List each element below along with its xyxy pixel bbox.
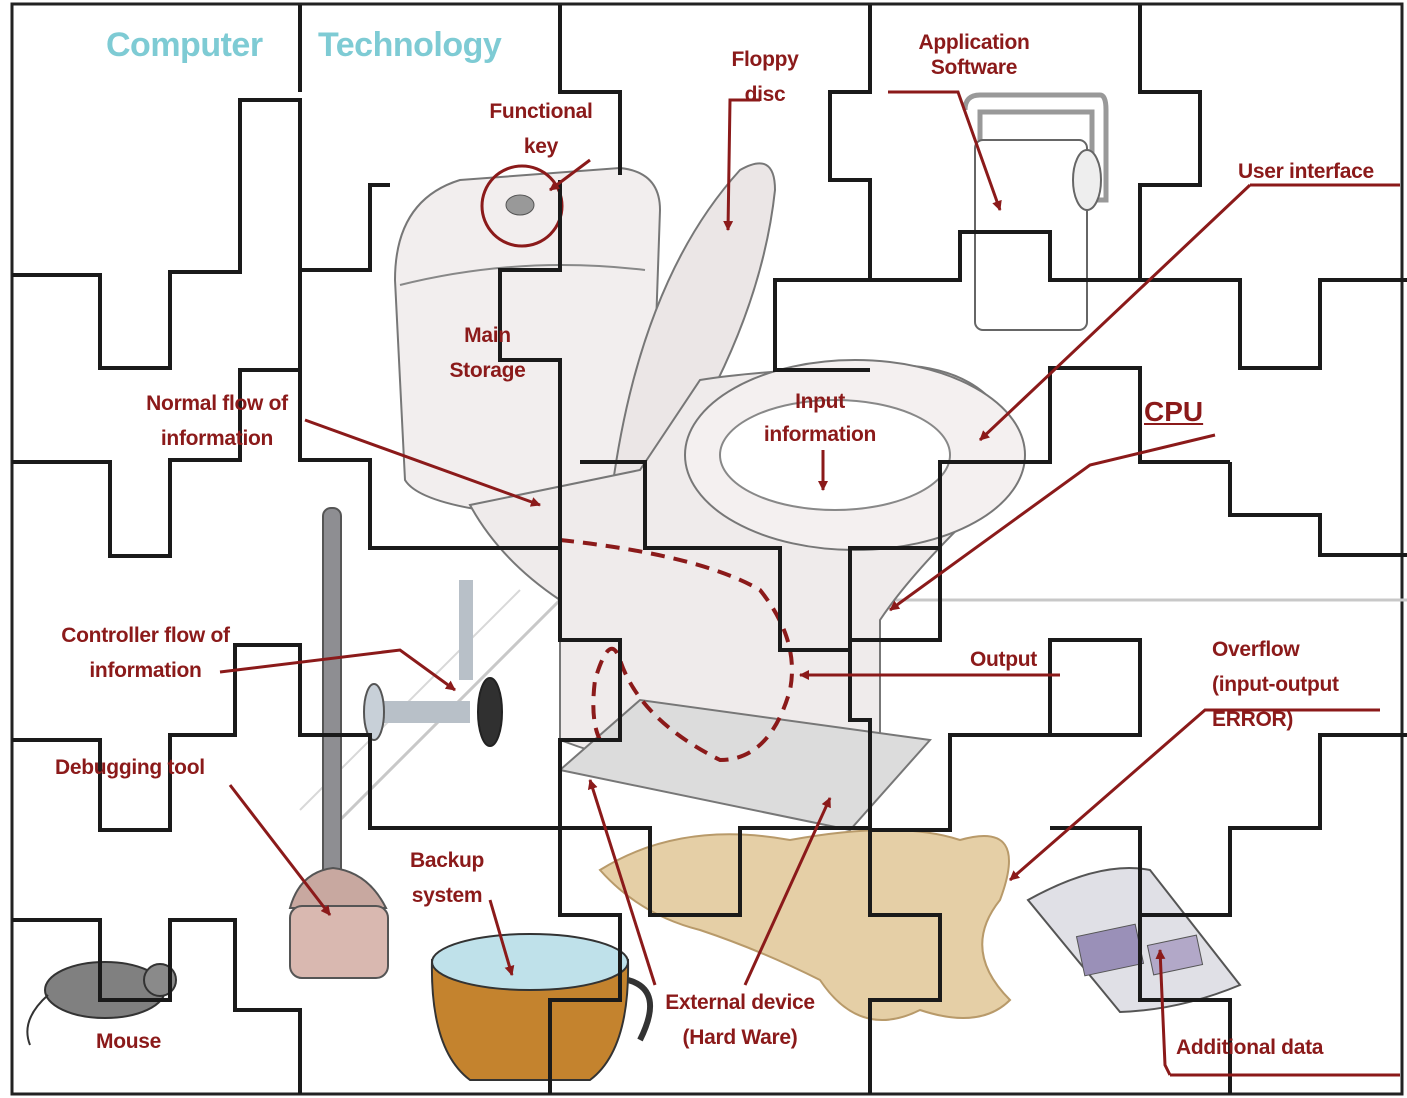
label-user-interface: User interface bbox=[1238, 154, 1374, 189]
label-main-storage: Main Storage bbox=[430, 318, 545, 388]
label-controller-flow: Controller flow of information bbox=[38, 618, 253, 688]
label-application-software: Application Software bbox=[894, 30, 1054, 80]
label-overflow: Overflow (input-output ERROR) bbox=[1212, 632, 1339, 737]
label-backup-system: Backup system bbox=[392, 843, 502, 913]
label-external-device: External device (Hard Ware) bbox=[645, 985, 835, 1055]
title-technology: Technology bbox=[318, 26, 501, 65]
label-normal-flow: Normal flow of information bbox=[122, 386, 312, 456]
label-floppy-disc: Floppy disc bbox=[710, 42, 820, 112]
label-mouse: Mouse bbox=[96, 1024, 161, 1059]
label-debugging-tool: Debugging tool bbox=[55, 750, 205, 785]
title-computer: Computer bbox=[106, 26, 263, 65]
label-additional-data: Additional data bbox=[1176, 1030, 1323, 1065]
label-cpu: CPU bbox=[1144, 396, 1203, 428]
label-functional-key: Functional key bbox=[466, 94, 616, 164]
label-output: Output bbox=[970, 642, 1037, 677]
label-input-information: Input information bbox=[745, 385, 895, 451]
